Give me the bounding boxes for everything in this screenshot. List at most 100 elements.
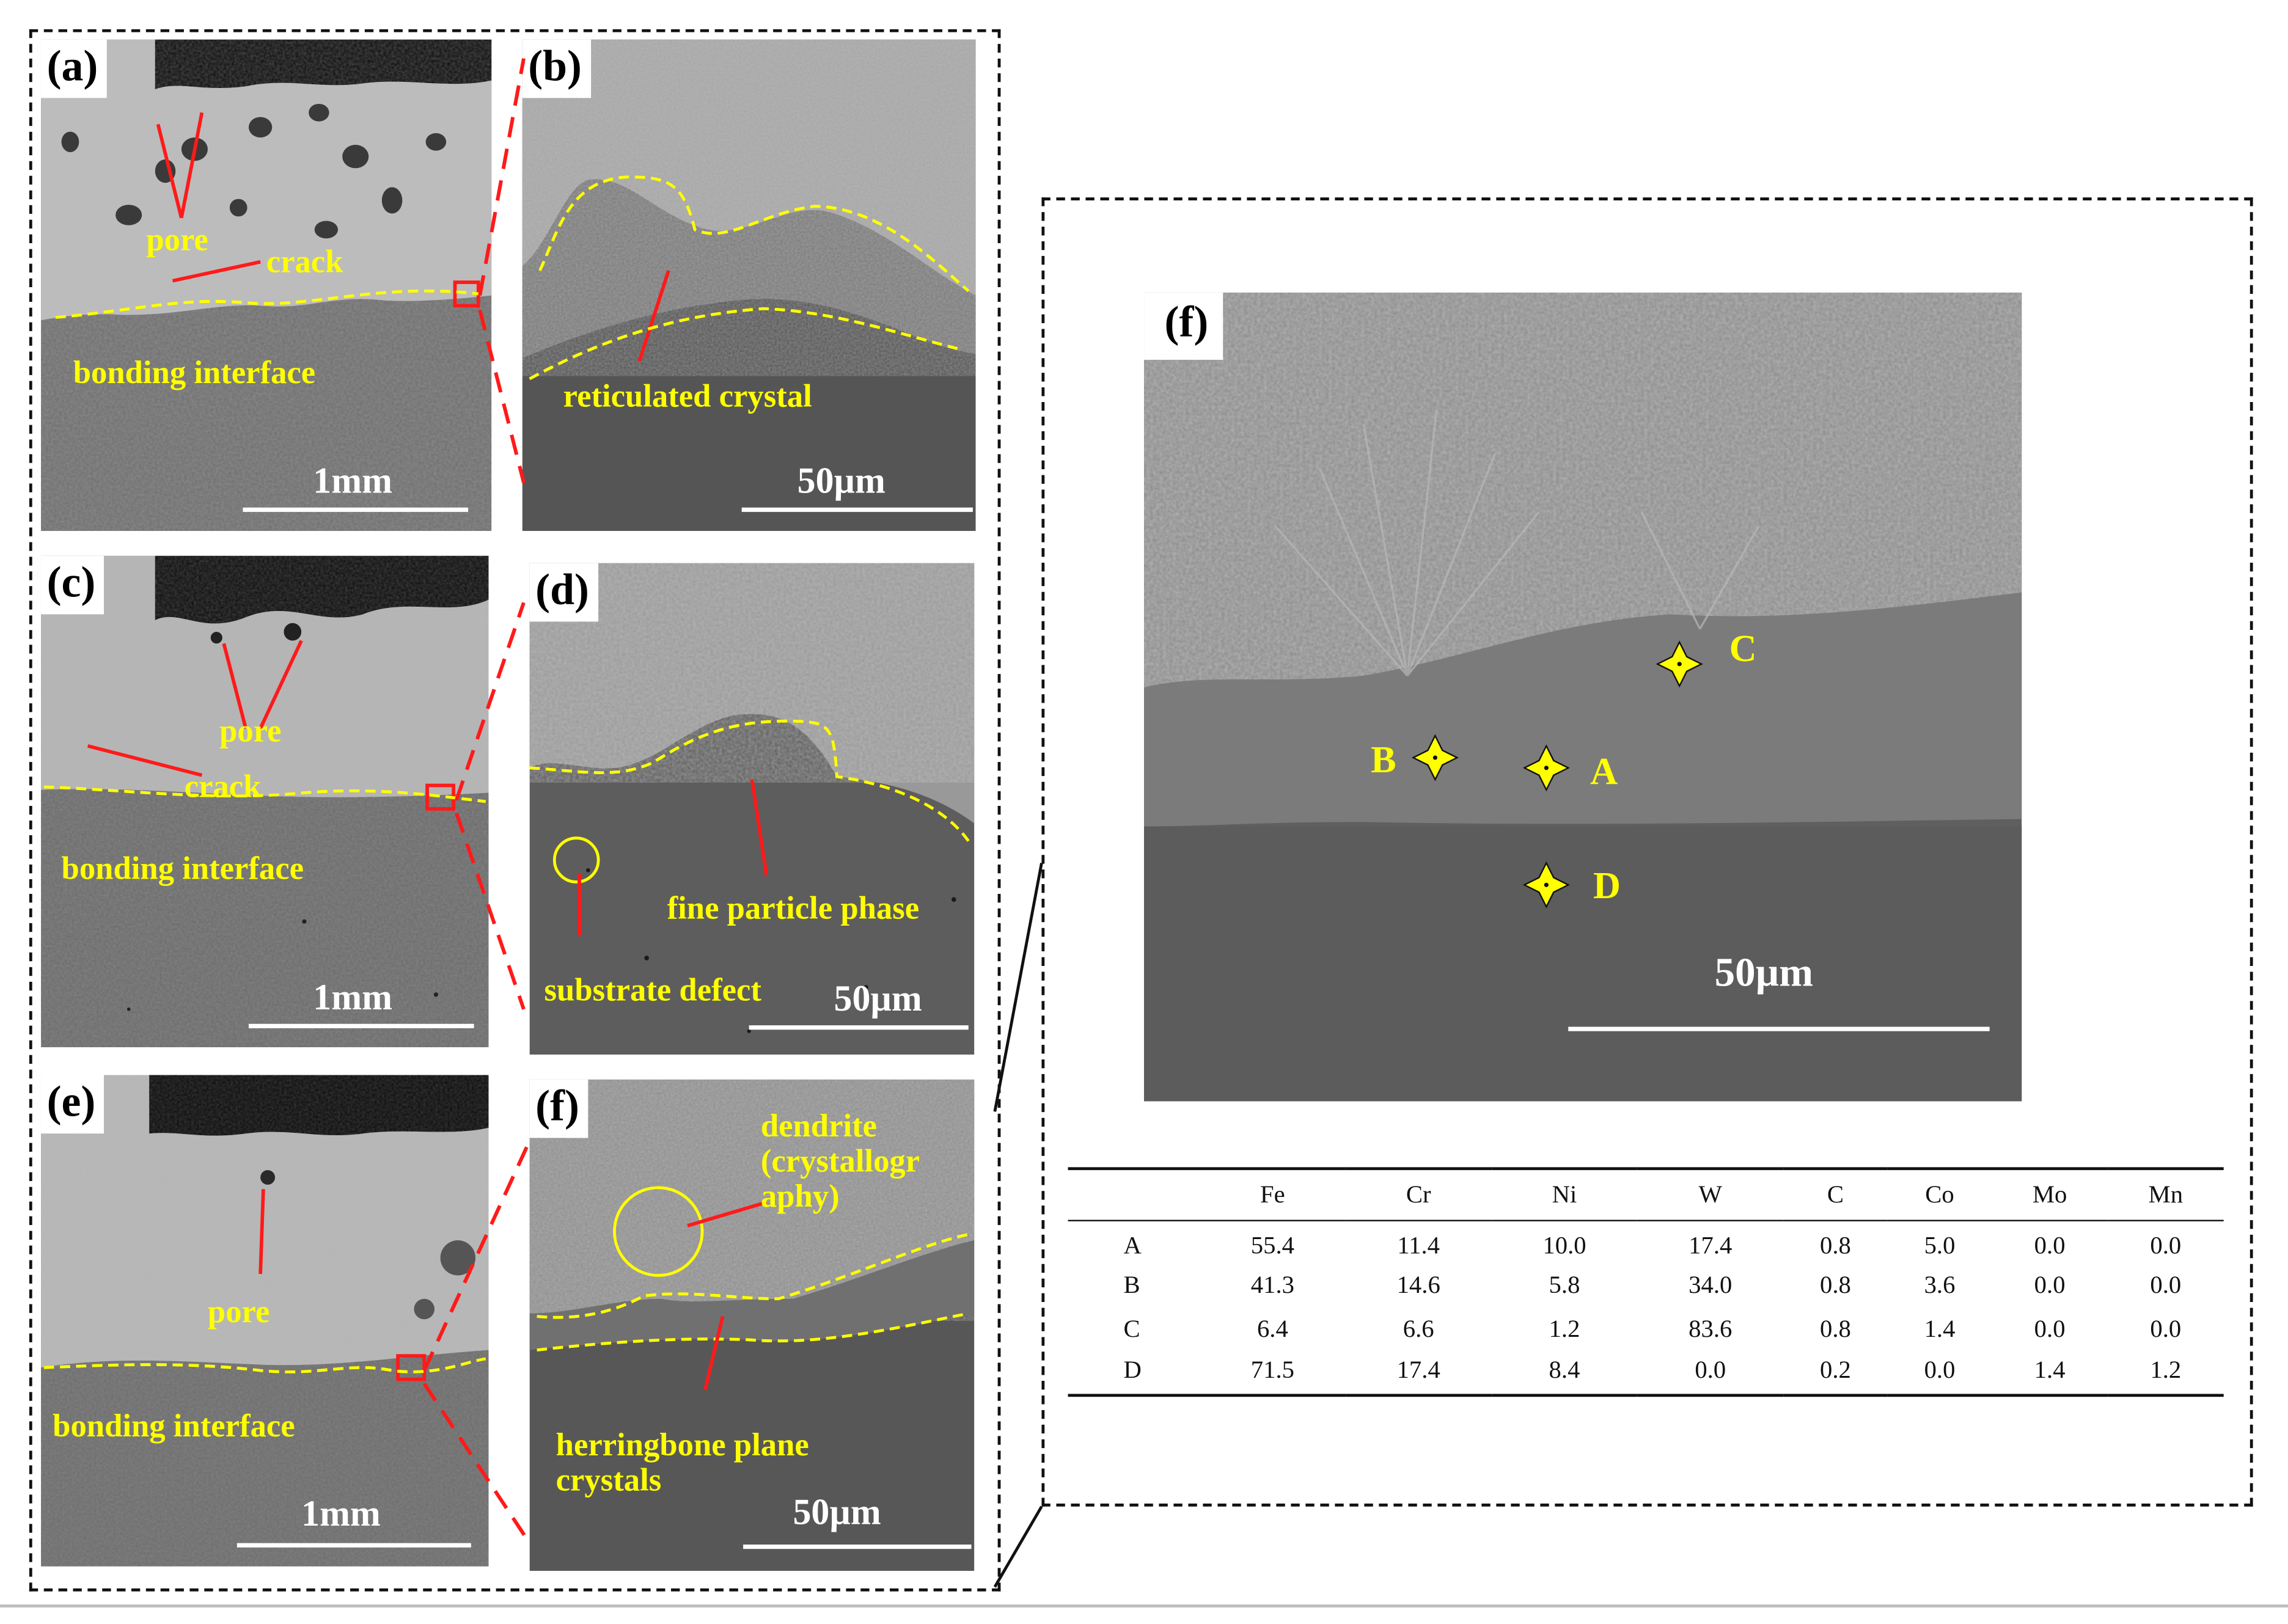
table-cell: 11.4 [1397, 1231, 1440, 1259]
table-cell: 1.2 [2107, 1351, 2224, 1397]
table-cell: 1.4 [1992, 1351, 2108, 1397]
panel-f-zoom-scale-label: 50µm [1714, 951, 1814, 997]
table-cell: 5.8 [1549, 1271, 1580, 1299]
panel-c-annotation-pore: pore [219, 712, 282, 749]
table-cell: 55.4 [1250, 1231, 1295, 1259]
panel-c-annotation-crack: crack [184, 767, 262, 805]
table-header-mo: Mo [1992, 1167, 2108, 1221]
table-cell: 0.8 [1820, 1315, 1851, 1343]
left-group-frame [29, 29, 1001, 1592]
table-cell: 3.6 [1924, 1271, 1956, 1299]
panel-e-label: (e) [41, 1075, 105, 1134]
panel-e: (e) pore bonding interface 1mm [41, 1075, 489, 1567]
panel-e-micrograph [41, 1075, 489, 1567]
table-cell: 0.0 [2150, 1231, 2182, 1259]
table-cell: 71.5 [1199, 1351, 1346, 1397]
table-cell: 10.0 [1542, 1231, 1586, 1259]
panel-a-annotation-pore: pore [146, 221, 208, 258]
table-cell: 5.0 [1924, 1231, 1956, 1259]
panel-b-scale-label: 50µm [797, 462, 886, 502]
panel-d-label: (d) [529, 563, 598, 622]
panel-e-scale-label: 1mm [301, 1494, 381, 1535]
panel-f-label: (f) [529, 1079, 588, 1138]
panel-c-annotation-bonding-interface: bonding interface [61, 849, 304, 887]
table-cell: 0.0 [2034, 1231, 2066, 1259]
panel-a: (a) pore crack bonding interface 1mm [41, 39, 492, 531]
panel-f-annotation-herringbone: herringbone plane crystals [556, 1426, 809, 1498]
panel-c: (c) pore crack bonding interface 1mm [41, 555, 489, 1048]
panel-e-annotation-bonding-interface: bonding interface [53, 1406, 295, 1444]
panel-f-zoom-scale-bar [1568, 1026, 1990, 1031]
panel-f-micrograph [529, 1079, 975, 1571]
table-cell: 17.4 [1345, 1351, 1492, 1397]
panel-d-annotation-substrate-defect: substrate defect [544, 971, 761, 1008]
table-cell-point: B [1123, 1271, 1140, 1299]
panel-d-scale-bar [749, 1025, 969, 1030]
table-cell: 1.2 [1549, 1315, 1580, 1343]
table-cell: 83.6 [1689, 1315, 1733, 1343]
point-b-label: B [1371, 738, 1396, 781]
zoom-group-frame [1041, 197, 2253, 1507]
table-header-ni: Ni [1491, 1167, 1638, 1221]
panel-b-label: (b) [522, 39, 591, 98]
table-row: A 55.4 11.4 10.0 17.4 0.8 5.0 0.0 0.0 [1068, 1220, 2224, 1264]
panel-f-annotation-dendrite: dendrite (crystallogr aphy) [760, 1107, 920, 1215]
table-cell: 0.0 [2150, 1315, 2182, 1343]
panel-a-annotation-bonding-interface: bonding interface [73, 354, 316, 391]
panel-d: (d) fine particle phase substrate defect… [529, 563, 975, 1055]
table-cell: 0.8 [1820, 1271, 1851, 1299]
table-header-c: C [1783, 1167, 1888, 1221]
panel-f-scale-bar [743, 1544, 972, 1549]
table-header-fe: Fe [1199, 1167, 1346, 1221]
table-cell: 17.4 [1689, 1231, 1733, 1259]
panel-c-micrograph [41, 555, 489, 1048]
panel-a-label: (a) [41, 39, 107, 98]
table-cell: 0.0 [2034, 1315, 2066, 1343]
table-cell: 0.2 [1783, 1351, 1888, 1397]
panel-d-scale-label: 50µm [834, 979, 922, 1020]
table-cell: 41.3 [1250, 1271, 1295, 1299]
table-cell: 0.8 [1820, 1231, 1851, 1259]
table-cell: 6.4 [1256, 1315, 1288, 1343]
table-cell: 8.4 [1491, 1351, 1638, 1397]
table-cell-point: C [1123, 1315, 1140, 1343]
table-header-co: Co [1887, 1167, 1992, 1221]
table-header-w: W [1637, 1167, 1784, 1221]
table-cell: 1.4 [1924, 1315, 1956, 1343]
bottom-rule [0, 1604, 2288, 1608]
table-row: C 6.4 6.6 1.2 83.6 0.8 1.4 0.0 0.0 [1068, 1308, 2224, 1352]
point-c-label: C [1729, 627, 1757, 670]
panel-f-zoom: (f) C B A D 50µm [1144, 292, 2022, 1102]
table-cell: 0.0 [1887, 1351, 1992, 1397]
table-cell: 6.6 [1402, 1315, 1434, 1343]
panel-c-scale-label: 1mm [313, 978, 392, 1019]
panel-a-annotation-crack: crack [266, 243, 343, 280]
panel-f-zoom-label: (f) [1144, 292, 1223, 360]
panel-f-scale-label: 50µm [793, 1493, 881, 1533]
panel-b: (b) reticulated crystal 50µm [522, 39, 976, 531]
panel-b-scale-bar [741, 507, 973, 512]
panel-f: (f) dendrite (crystallogr aphy) herringb… [529, 1079, 975, 1571]
table-cell-point: A [1123, 1231, 1142, 1259]
panel-a-scale-bar [243, 507, 469, 512]
panel-e-annotation-pore: pore [207, 1293, 270, 1330]
table-cell-point: D [1068, 1351, 1200, 1397]
panel-a-micrograph [41, 39, 492, 531]
table-header-mn: Mn [2107, 1167, 2224, 1221]
table-cell: 14.6 [1396, 1271, 1440, 1299]
panel-c-label: (c) [41, 555, 105, 615]
table-header-cr: Cr [1345, 1167, 1492, 1221]
table-cell: 34.0 [1689, 1271, 1733, 1299]
point-d-label: D [1593, 864, 1621, 907]
panel-d-annotation-fine-particle-phase: fine particle phase [667, 889, 920, 926]
table-header-point [1068, 1167, 1200, 1221]
table-cell: 0.0 [2150, 1271, 2182, 1299]
panel-c-scale-bar [248, 1023, 474, 1028]
panel-a-scale-label: 1mm [313, 462, 392, 502]
panel-b-micrograph [522, 39, 976, 531]
